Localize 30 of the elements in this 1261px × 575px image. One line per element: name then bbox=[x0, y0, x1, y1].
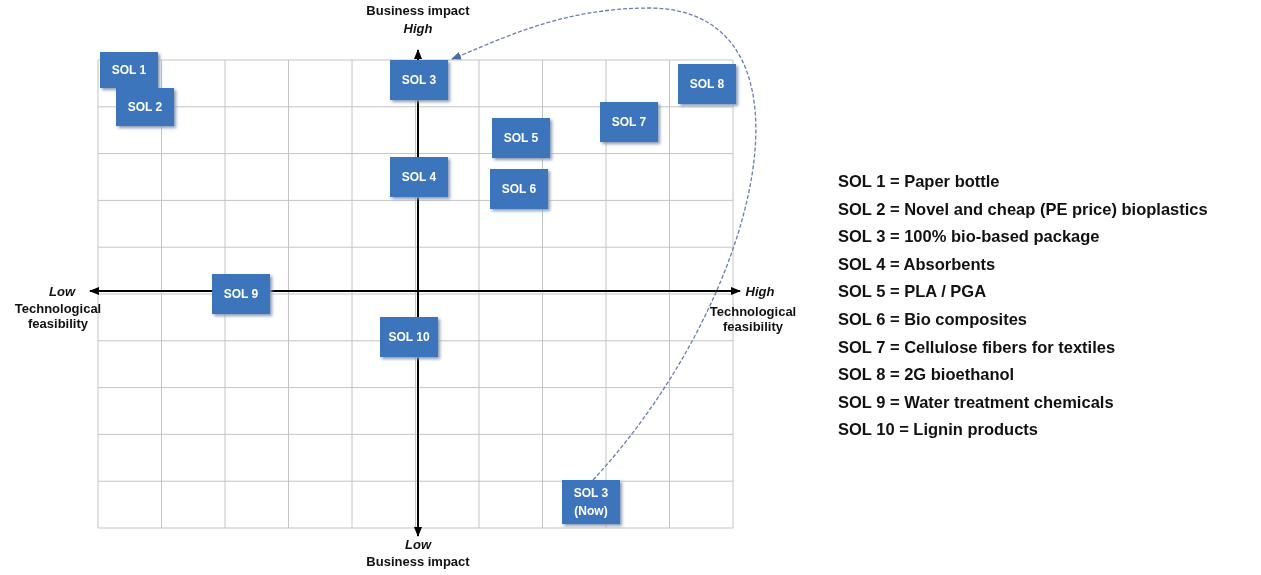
solution-box: SOL 9 bbox=[212, 274, 270, 314]
legend-entry: SOL 2 = Novel and cheap (PE price) bioplastics bbox=[838, 199, 1208, 219]
axis-end-label: High bbox=[744, 284, 776, 299]
axis-title: Business impact bbox=[365, 554, 471, 569]
axis-title: Technological feasibility bbox=[708, 304, 798, 334]
axis-end-label: Low bbox=[48, 284, 77, 299]
solution-box: SOL 4 bbox=[390, 157, 448, 197]
solution-box: SOL 5 bbox=[492, 118, 550, 158]
axis-title: Technological feasibility bbox=[13, 301, 103, 331]
legend-entry: SOL 7 = Cellulose fibers for textiles bbox=[838, 337, 1116, 357]
legend-entry: SOL 4 = Absorbents bbox=[838, 254, 996, 274]
solution-box: SOL 7 bbox=[600, 102, 658, 142]
legend-entry: SOL 10 = Lignin products bbox=[838, 420, 1038, 440]
legend-entry: SOL 5 = PLA / PGA bbox=[838, 282, 987, 302]
legend-entry: SOL 1 = Paper bottle bbox=[838, 172, 1000, 191]
arrow bbox=[451, 7, 757, 481]
axis-title: Business impact bbox=[365, 3, 471, 18]
solution-box: SOL 3 bbox=[390, 60, 448, 100]
legend-entry: SOL 8 = 2G bioethanol bbox=[838, 365, 1015, 385]
axis-end-label: High bbox=[402, 21, 434, 36]
legend-entry: SOL 9 = Water treatment chemicals bbox=[838, 392, 1114, 412]
legend-entry: SOL 3 = 100% bio-based package bbox=[838, 227, 1100, 247]
solution-box: SOL 2 bbox=[116, 88, 174, 126]
solution-box: SOL 6 bbox=[490, 169, 548, 209]
solution-box: SOL 10 bbox=[380, 317, 438, 357]
axis-end-label: Low bbox=[404, 537, 433, 552]
solution-box: SOL 3 (Now) bbox=[562, 480, 620, 524]
solution-box: SOL 8 bbox=[678, 64, 736, 104]
legend-entry: SOL 6 = Bio composites bbox=[838, 310, 1028, 329]
solution-box: SOL 1 bbox=[100, 52, 158, 88]
